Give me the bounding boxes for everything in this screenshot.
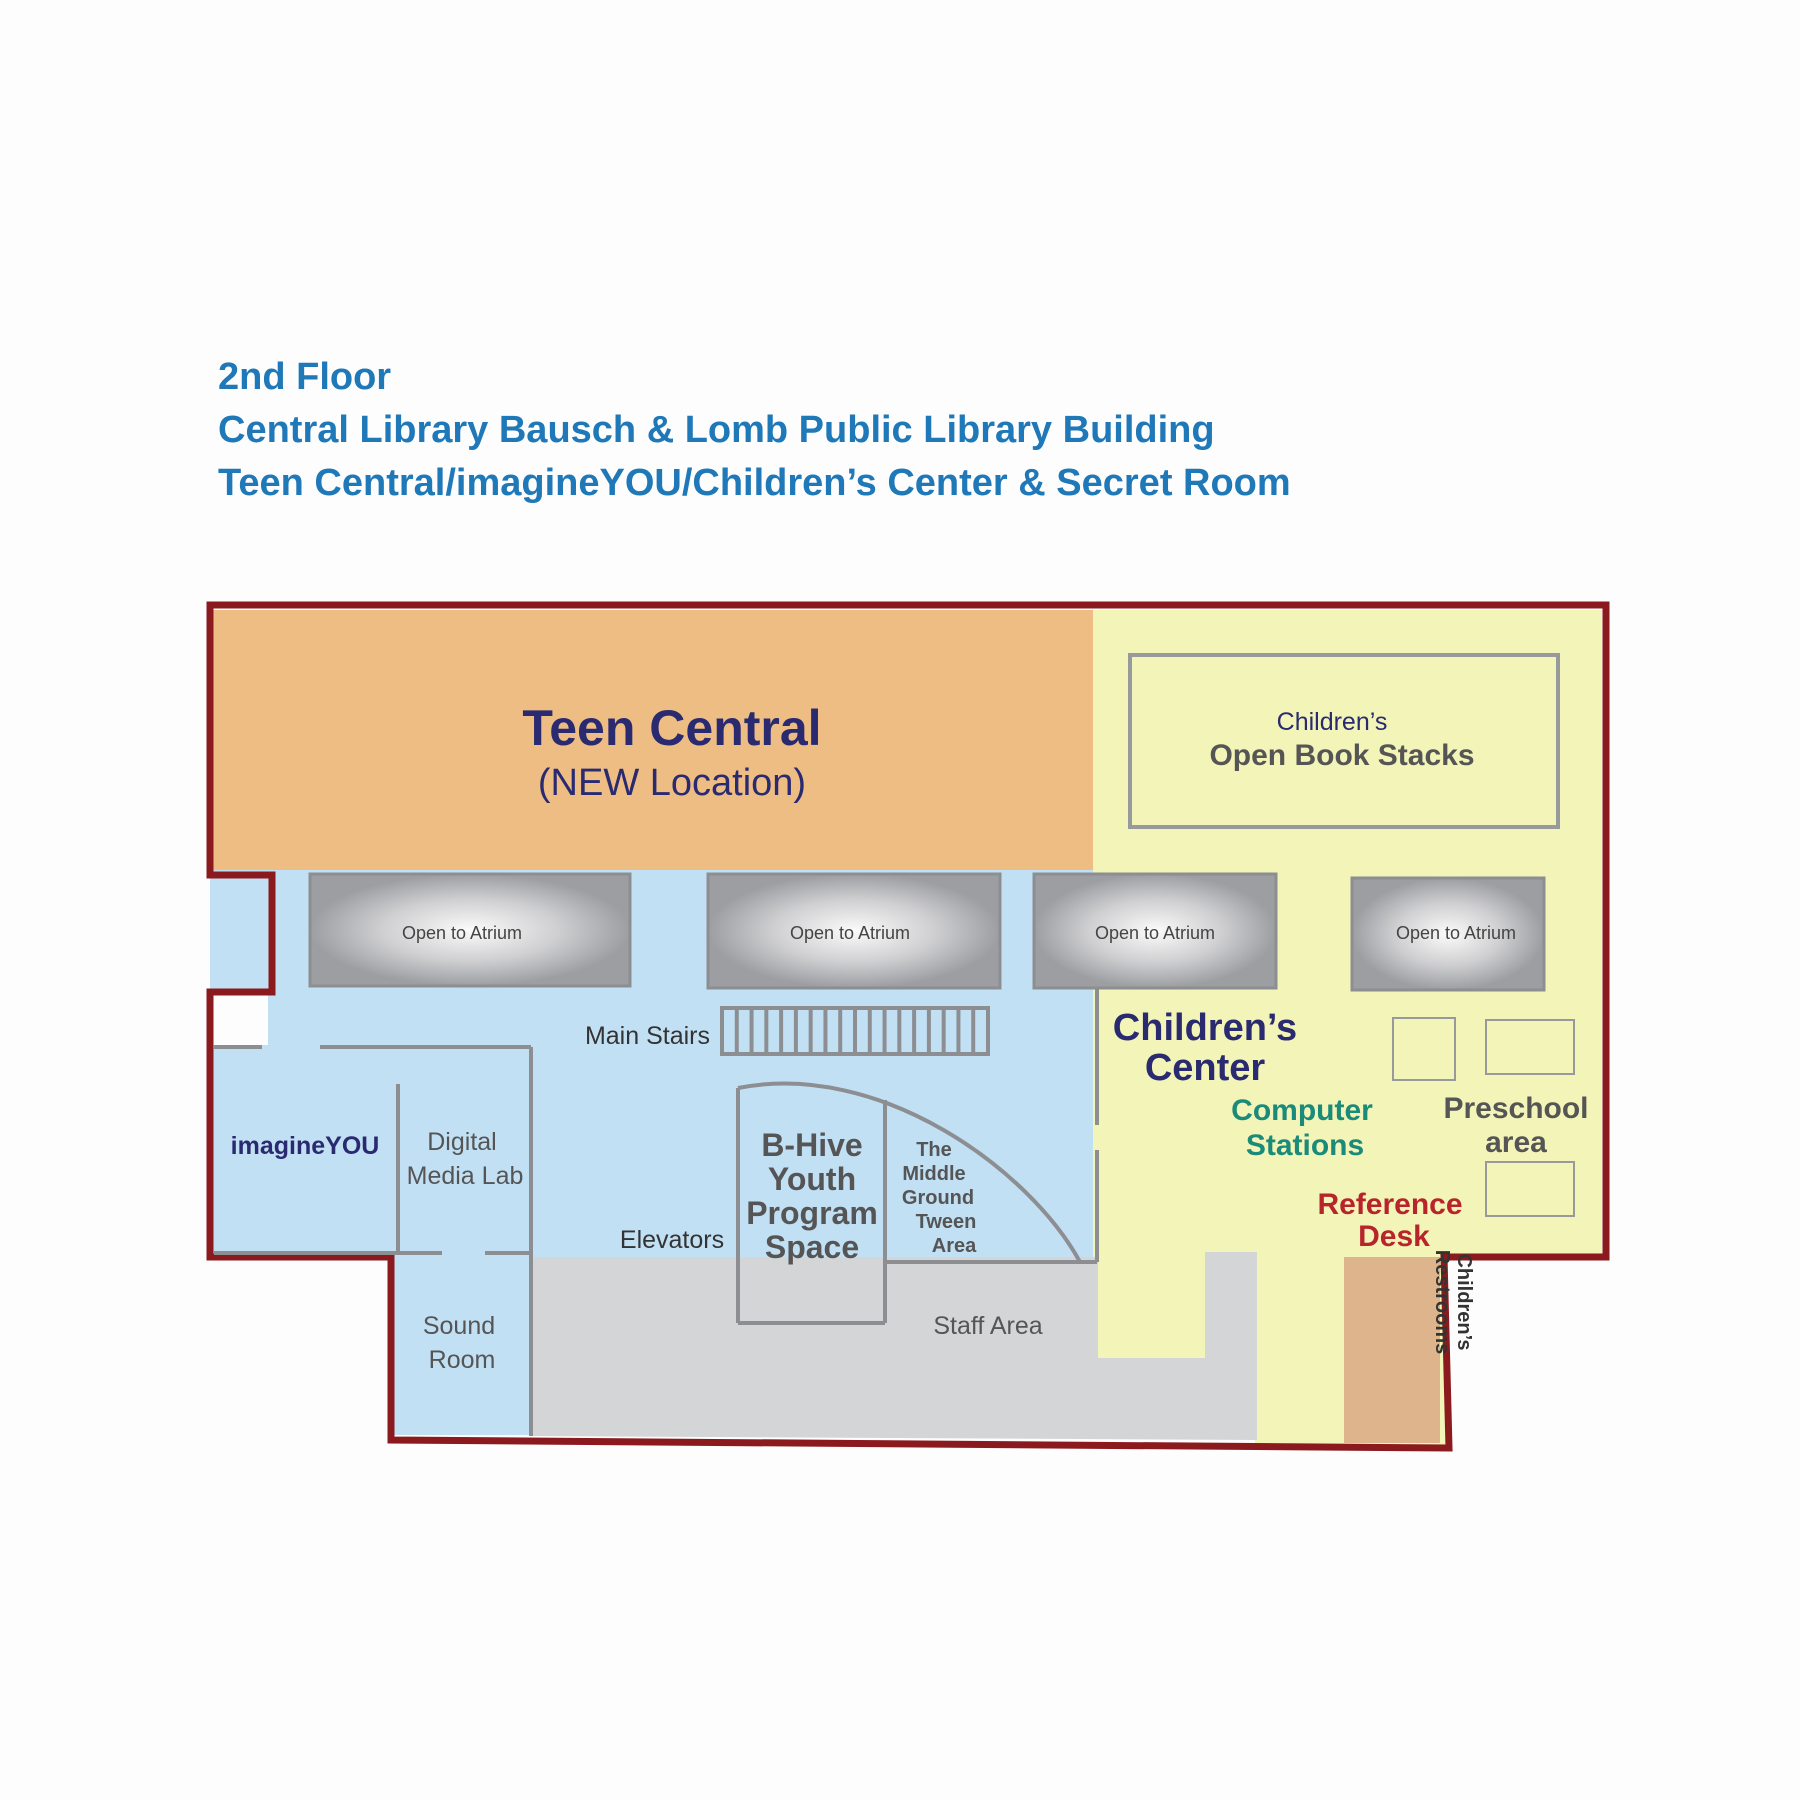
computer-stations-label-2: Stations (1246, 1129, 1364, 1162)
childrens-restrooms-label-2: Restrooms (1431, 1249, 1453, 1355)
interior-walls (214, 988, 1099, 1436)
childrens-restrooms-label: Children’s Restrooms (1431, 1233, 1475, 1371)
childrens-center-label-2: Center (1145, 1047, 1266, 1089)
areas-title: Teen Central/imagineYOU/Children’s Cente… (218, 462, 1291, 504)
preschool-box-2 (1485, 1161, 1575, 1217)
teen-central-label: Teen Central (522, 700, 821, 756)
bhive-label-2: Youth (768, 1161, 856, 1197)
atrium-label-3: Open to Atrium (1095, 923, 1215, 943)
staff-area-label: Staff Area (933, 1312, 1042, 1340)
imagineyou-label: imagineYOU (231, 1132, 380, 1160)
youth-area-region (210, 870, 1095, 1435)
main-stairs-graphic (720, 1006, 990, 1056)
middle-ground-label-2: Middle (902, 1163, 965, 1185)
preschool-label-2: area (1485, 1126, 1547, 1159)
teen-central-note: (NEW Location) (538, 762, 806, 804)
open-stacks-label-2: Open Book Stacks (1209, 739, 1474, 772)
atrium-label-2: Open to Atrium (790, 923, 910, 943)
digital-media-lab-label-2: Media Lab (407, 1162, 524, 1190)
childrens-center-label-1: Children’s (1113, 1007, 1297, 1049)
atrium-1 (308, 872, 632, 988)
main-stairs-label: Main Stairs (585, 1022, 710, 1050)
preschool-box-1 (1485, 1019, 1575, 1075)
digital-media-lab-label-1: Digital (427, 1128, 496, 1156)
staff-area-region (530, 1252, 1257, 1440)
sound-room-label-2: Room (429, 1346, 496, 1374)
teen-central-region (210, 610, 1093, 870)
middle-ground-label-5: Area (932, 1235, 977, 1257)
middle-ground-label-3: Ground (902, 1187, 974, 1209)
childrens-restrooms-label-1: Children’s (1453, 1253, 1475, 1351)
atrium-2 (706, 872, 1002, 990)
atrium-3 (1032, 872, 1278, 990)
bhive-label-1: B-Hive (761, 1127, 862, 1163)
floor-title: 2nd Floor (218, 356, 392, 398)
elevators-label: Elevators (620, 1226, 724, 1254)
computer-stations-label-1: Computer (1231, 1094, 1373, 1127)
sound-room-label-1: Sound (423, 1312, 495, 1340)
reference-desk-label-2: Desk (1358, 1220, 1430, 1253)
atrium-label-1: Open to Atrium (402, 923, 522, 943)
outer-wall (206, 601, 1610, 1452)
building-title: Central Library Bausch & Lomb Public Lib… (218, 409, 1215, 451)
reference-desk-label-1: Reference (1317, 1188, 1462, 1221)
bhive-label-3: Program (746, 1195, 878, 1231)
middle-ground-label-1: The (916, 1139, 952, 1161)
middle-ground-label-4: Tween (916, 1211, 977, 1233)
preschool-label-1: Preschool (1443, 1092, 1588, 1125)
open-book-stacks (1128, 653, 1560, 829)
open-stacks-label-1: Children’s (1277, 708, 1388, 736)
computer-station-box (1392, 1017, 1456, 1081)
atrium-4 (1350, 876, 1546, 992)
childrens-restrooms-region (1344, 1257, 1440, 1443)
atrium-label-4: Open to Atrium (1396, 923, 1516, 943)
bhive-label-4: Space (765, 1229, 859, 1265)
